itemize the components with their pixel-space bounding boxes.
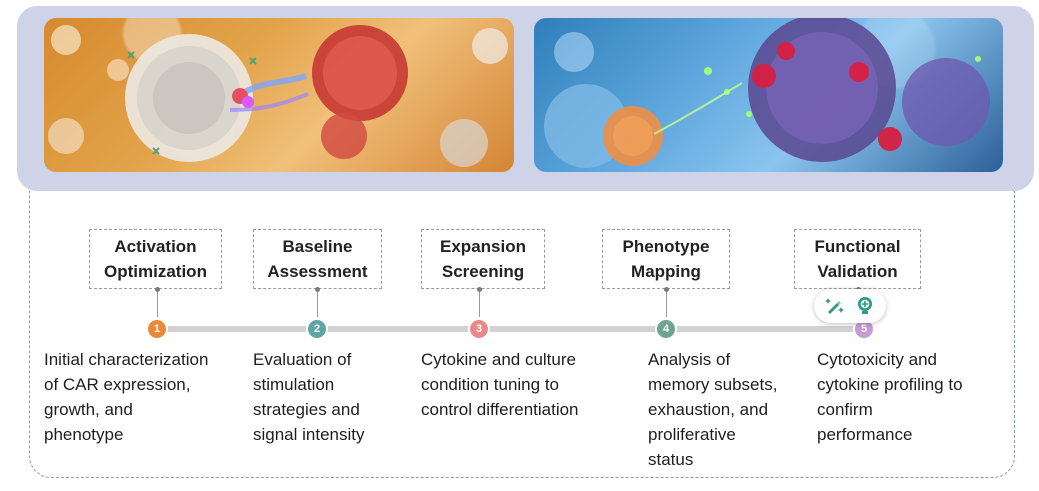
description-line: phenotype <box>44 425 124 444</box>
step-circle-3: 3 <box>470 320 488 338</box>
stage-title-baseline-assessment: Baseline Assessment <box>253 229 382 289</box>
step-circle-2: 2 <box>308 320 326 338</box>
stage-2-connector <box>317 289 318 317</box>
description-line: Cytokine and culture <box>421 350 576 369</box>
stage-4-connector-dot <box>664 287 669 292</box>
stage-description-5: Cytotoxicity and cytokine profiling to c… <box>817 347 1007 447</box>
description-line: Initial characterization <box>44 350 209 369</box>
stage-3-connector <box>479 289 480 317</box>
stage-1-connector <box>157 289 158 317</box>
step-circle-4: 4 <box>657 320 675 338</box>
description-line: Evaluation of <box>253 350 352 369</box>
stage-3-connector-dot <box>477 287 482 292</box>
description-line: control differentiation <box>421 400 579 419</box>
timeline-line <box>156 326 864 332</box>
stage-title-expansion-screening: Expansion Screening <box>421 229 545 289</box>
description-line: Analysis of <box>648 350 731 369</box>
description-line: confirm <box>817 400 873 419</box>
step-circle-1: 1 <box>148 320 166 338</box>
description-line: Cytotoxicity and <box>817 350 937 369</box>
description-line: memory subsets, <box>648 375 778 394</box>
floating-toolbar <box>814 289 886 323</box>
description-line: condition tuning to <box>421 375 559 394</box>
description-line: signal intensity <box>253 425 365 444</box>
stage-title-functional-validation: Functional Validation <box>794 229 921 289</box>
stage-description-2: Evaluation of stimulation strategies and… <box>253 347 403 447</box>
stage-description-4: Analysis of memory subsets, exhaustion, … <box>648 347 808 472</box>
description-line: cytokine profiling to <box>817 375 963 394</box>
stage-4-connector <box>666 289 667 317</box>
description-line: exhaustion, and <box>648 400 769 419</box>
description-line: strategies and <box>253 400 360 419</box>
stage-2-connector-dot <box>315 287 320 292</box>
description-line: status <box>648 450 694 469</box>
stage-description-1: Initial characterization of CAR expressi… <box>44 347 244 447</box>
description-line: of CAR expression, <box>44 375 191 394</box>
description-line: growth, and <box>44 400 133 419</box>
stage-1-connector-dot <box>155 287 160 292</box>
lightbulb-icon[interactable] <box>853 294 877 318</box>
stage-description-3: Cytokine and culture condition tuning to… <box>421 347 621 422</box>
car-t-cell-image <box>44 18 514 172</box>
immune-cells-illustration <box>544 18 990 168</box>
description-line: proliferative <box>648 425 736 444</box>
step-circle-5: 5 <box>855 320 873 338</box>
stage-title-phenotype-mapping: Phenotype Mapping <box>602 229 730 289</box>
description-line: performance <box>817 425 913 444</box>
stage-title-activation-optimization: Activation Optimization <box>89 229 222 289</box>
description-line: stimulation <box>253 375 335 394</box>
magic-pen-icon[interactable] <box>823 294 847 318</box>
car-t-cell-illustration <box>48 25 508 167</box>
immune-cells-image <box>534 18 1003 172</box>
